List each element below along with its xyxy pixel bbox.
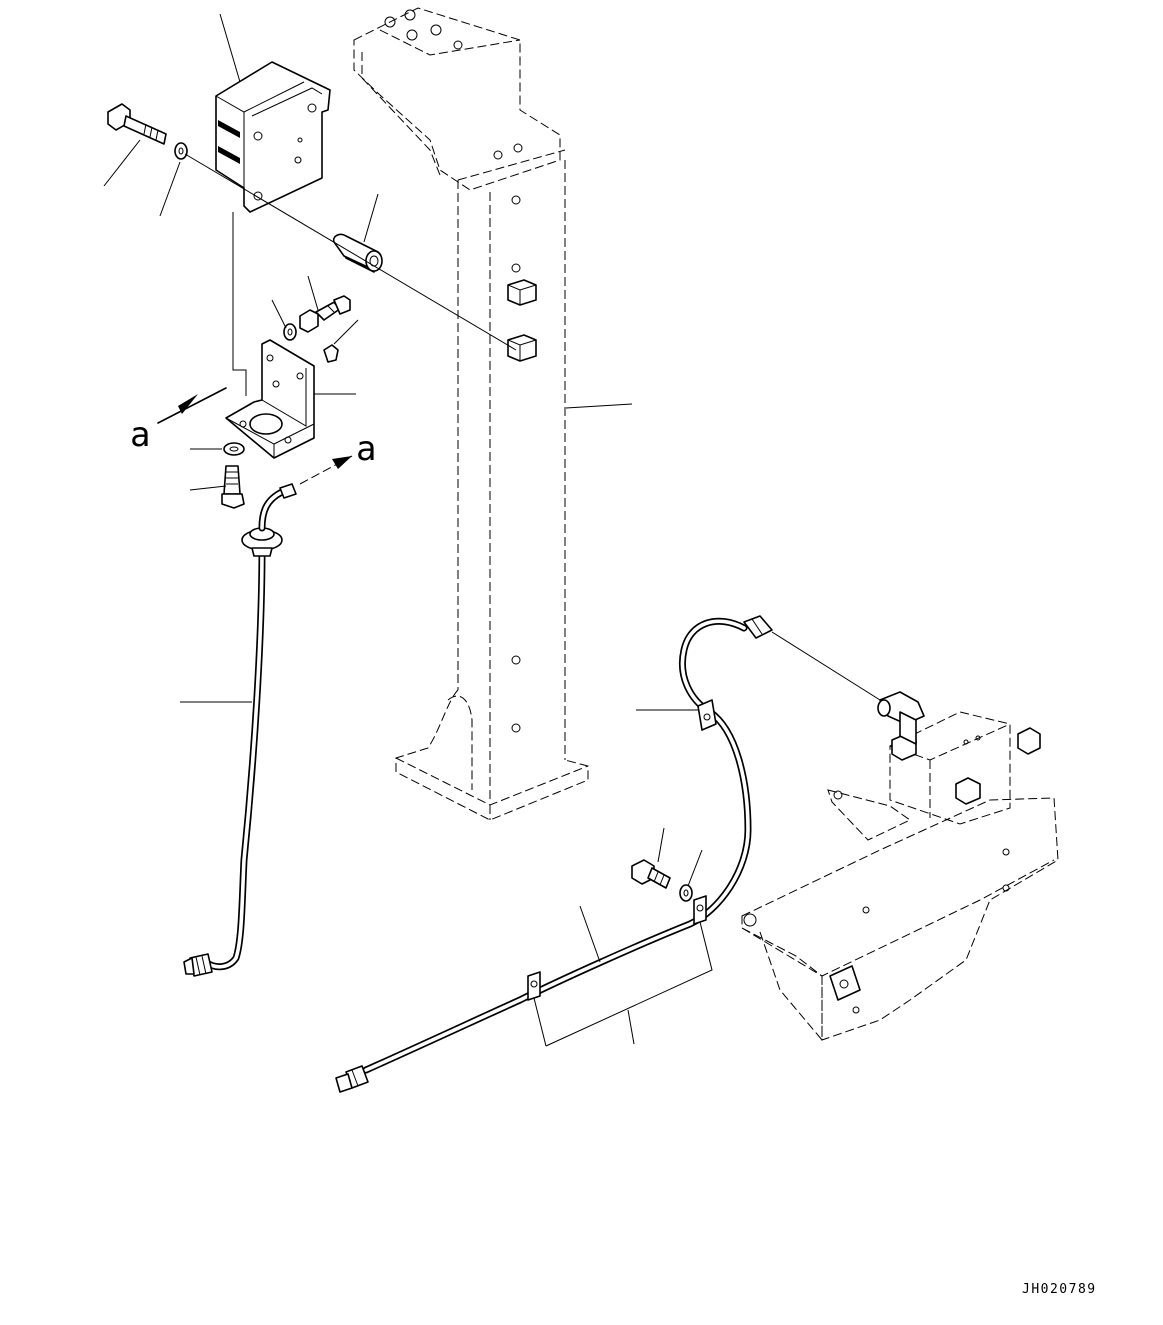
weld-nut-upper: [507, 279, 537, 306]
view-label-in: a: [130, 415, 150, 455]
washer-lower: [223, 442, 245, 456]
view-arrow-out: [299, 455, 353, 485]
valve-nut-right: [1017, 727, 1041, 755]
lower-frame: [741, 789, 1059, 1041]
clamp-washer: [679, 884, 693, 902]
leader-lines: [103, 13, 713, 1047]
view-arrow-in: [157, 387, 227, 424]
clamp-bolt: [631, 859, 671, 889]
weld-nut-lower: [507, 334, 537, 362]
lower-bolt: [221, 465, 245, 509]
assembly-line-vertical: [232, 212, 247, 396]
cable-connector-top: [743, 615, 773, 639]
frame-clip: [829, 965, 861, 1001]
switch-box-cover: [215, 61, 331, 213]
sensor-cable-left: [183, 483, 297, 977]
sensor-bracket: [225, 339, 315, 459]
washer-middle: [283, 323, 297, 341]
main-pillar: [353, 7, 589, 821]
cable-clamp-top: [697, 699, 717, 731]
long-bolt: [107, 103, 167, 145]
cable-clamp-left: [527, 971, 541, 1001]
drawing-number: JH020789: [1022, 1282, 1097, 1297]
assembly-line-spacer: [184, 153, 517, 351]
spacer-collar: [332, 233, 383, 273]
pressure-sensor: [877, 691, 925, 745]
view-label-out: a: [356, 429, 376, 469]
cable-clamp-right: [693, 895, 707, 925]
sensor-cable-right: [335, 617, 752, 1093]
valve-nut-front: [955, 777, 981, 805]
bracket-bolt: [299, 295, 351, 333]
washer-upper: [174, 142, 188, 160]
nut-small: [323, 344, 339, 363]
connector-line: [771, 631, 881, 701]
